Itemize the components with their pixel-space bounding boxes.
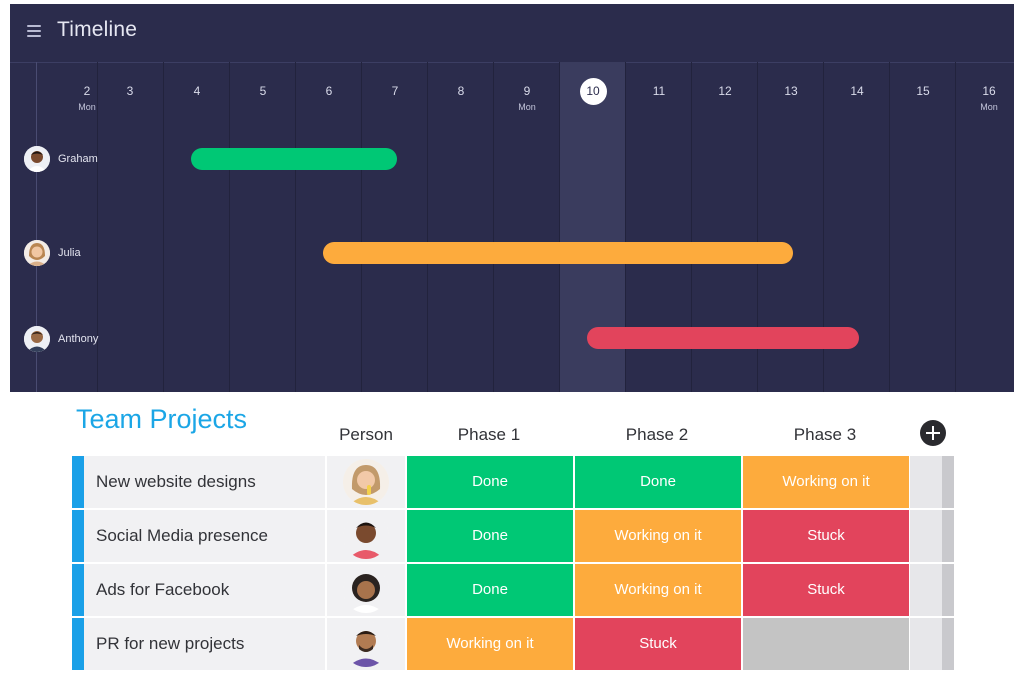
- avatar[interactable]: [24, 326, 50, 352]
- day-column: 12: [691, 62, 758, 392]
- day-label: 3: [126, 84, 134, 98]
- board-title[interactable]: Team Projects: [76, 404, 248, 434]
- status-cell-phase1[interactable]: Working on it: [407, 618, 573, 670]
- timeline-bar-anthony[interactable]: [587, 327, 859, 349]
- task-name[interactable]: Social Media presence: [84, 510, 325, 562]
- task-name[interactable]: PR for new projects: [84, 618, 325, 670]
- day-label: 15: [916, 84, 930, 98]
- day-label: 7: [391, 84, 399, 98]
- group-color-bar: [72, 456, 84, 508]
- day-column: 4: [163, 62, 230, 392]
- status-cell-phase3[interactable]: Working on it: [743, 456, 909, 508]
- person-name: Julia: [58, 247, 81, 259]
- frame-border: [0, 0, 1024, 4]
- timeline-title: Timeline: [57, 18, 138, 41]
- status-cell-phase2[interactable]: Working on it: [575, 510, 741, 562]
- day-column: 11: [625, 62, 692, 392]
- day-label: 14: [850, 84, 864, 98]
- empty-column-cell: [910, 618, 954, 670]
- day-column: 6: [295, 62, 362, 392]
- add-column-button[interactable]: [920, 420, 946, 446]
- avatar: [343, 567, 389, 613]
- day-label: 13: [784, 84, 798, 98]
- day-label: 4: [193, 84, 201, 98]
- person-cell[interactable]: [327, 564, 405, 616]
- status-cell-phase2[interactable]: Working on it: [575, 564, 741, 616]
- status-cell-phase1[interactable]: Done: [407, 456, 573, 508]
- table-row: PR for new projects Working on it Stuck: [72, 618, 954, 670]
- person-name: Graham: [58, 153, 98, 165]
- day-label: 12: [718, 84, 732, 98]
- group-color-bar: [72, 618, 84, 670]
- today-badge: 10: [579, 78, 607, 105]
- day-label: 5: [259, 84, 267, 98]
- team-projects-board: Team Projects Person Phase 1 Phase 2 Pha…: [0, 392, 1024, 678]
- task-name[interactable]: Ads for Facebook: [84, 564, 325, 616]
- person-cell[interactable]: [327, 510, 405, 562]
- day-label: 6: [325, 84, 333, 98]
- day-column: 7: [361, 62, 428, 392]
- day-column: 14: [823, 62, 890, 392]
- avatar: [343, 513, 389, 559]
- person-cell[interactable]: [327, 456, 405, 508]
- empty-column-cell: [910, 564, 954, 616]
- column-header-phase2[interactable]: Phase 2: [625, 425, 689, 444]
- status-cell-phase1[interactable]: Done: [407, 564, 573, 616]
- day-label: 11: [652, 84, 666, 98]
- column-header-person[interactable]: Person: [339, 425, 393, 444]
- day-column: 15: [889, 62, 956, 392]
- table-row: Ads for Facebook Done Working on it Stuc…: [72, 564, 954, 616]
- menu-icon[interactable]: [27, 25, 41, 37]
- timeline-bar-julia[interactable]: [323, 242, 793, 264]
- day-column: 13: [757, 62, 824, 392]
- column-header-phase1[interactable]: Phase 1: [457, 425, 521, 444]
- empty-column-cell: [910, 510, 954, 562]
- timeline-header: Timeline: [10, 4, 1014, 63]
- day-label-today: 10: [560, 78, 626, 105]
- task-name[interactable]: New website designs: [84, 456, 325, 508]
- group-color-bar: [72, 564, 84, 616]
- column-header-phase3[interactable]: Phase 3: [793, 425, 857, 444]
- status-cell-phase2[interactable]: Stuck: [575, 618, 741, 670]
- avatar: [343, 459, 389, 505]
- status-cell-phase3[interactable]: Stuck: [743, 564, 909, 616]
- avatar[interactable]: [24, 146, 50, 172]
- table-row: Social Media presence Done Working on it…: [72, 510, 954, 562]
- group-color-bar: [72, 510, 84, 562]
- day-column: 5: [229, 62, 296, 392]
- day-label: 8: [457, 84, 465, 98]
- timeline-axis-line: [36, 62, 37, 392]
- table-row: New website designs Done Done Working on…: [72, 456, 954, 508]
- avatar: [343, 621, 389, 667]
- timeline-bar-graham[interactable]: [191, 148, 397, 170]
- status-cell-phase3[interactable]: Stuck: [743, 510, 909, 562]
- person-name: Anthony: [58, 333, 99, 345]
- status-cell-phase3[interactable]: [743, 618, 909, 670]
- day-column: 3: [97, 62, 163, 392]
- empty-column-cell: [910, 456, 954, 508]
- day-column: 8: [427, 62, 494, 392]
- person-cell[interactable]: [327, 618, 405, 670]
- status-cell-phase1[interactable]: Done: [407, 510, 573, 562]
- status-cell-phase2[interactable]: Done: [575, 456, 741, 508]
- avatar[interactable]: [24, 240, 50, 266]
